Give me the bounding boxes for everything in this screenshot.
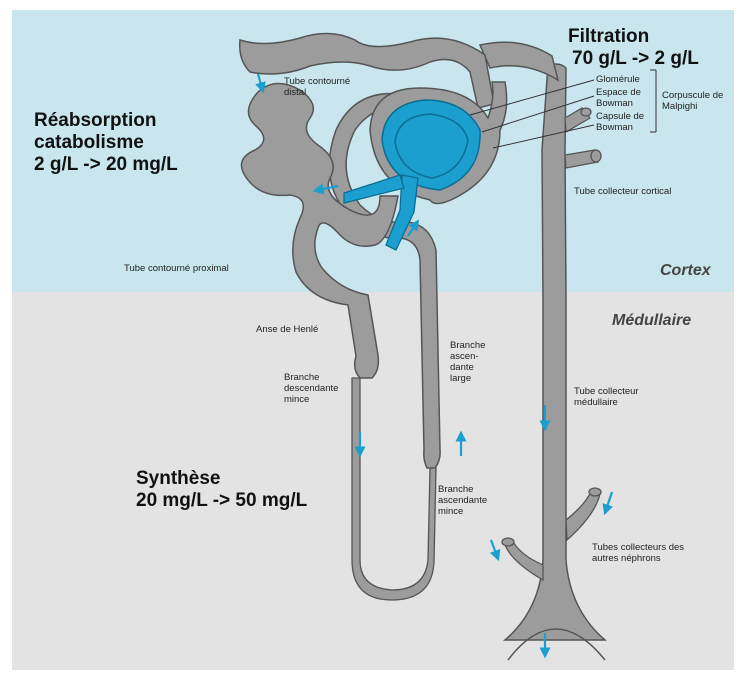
synthesis-value: 20 mg/L -> 50 mg/L xyxy=(136,490,307,512)
filtration-title: Filtration xyxy=(568,26,649,48)
bowman-space-label: Espace de Bowman xyxy=(596,87,650,109)
reabsorption-value: 2 g/L -> 20 mg/L xyxy=(34,154,178,176)
thick-ascending-label: Branche ascen- dante large xyxy=(450,340,490,384)
malpighi-corpuscle-label: Corpuscule de Malpighi xyxy=(662,90,732,112)
distal-tubule-label: Tube contourné distal xyxy=(284,76,364,98)
reabsorption-title: Réabsorption xyxy=(34,110,156,132)
henle-loop-label: Anse de Henlé xyxy=(256,324,318,335)
thin-descending-label: Branche descendante mince xyxy=(284,372,352,405)
thin-ascending-label: Branche ascendante mince xyxy=(438,484,514,517)
cortical-collecting-label: Tube collecteur cortical xyxy=(574,186,674,197)
medullary-collecting-label: Tube collecteur médullaire xyxy=(574,386,674,408)
filtration-value: 70 g/L -> 2 g/L xyxy=(572,48,699,70)
proximal-tubule-label: Tube contourné proximal xyxy=(124,263,229,274)
cortex-label: Cortex xyxy=(660,262,711,280)
medulla-label: Médullaire xyxy=(612,312,691,330)
synthesis-title: Synthèse xyxy=(136,468,220,490)
reabsorption-subtitle: catabolisme xyxy=(34,132,144,154)
glomerulus-label: Glomérule xyxy=(596,74,640,85)
bowman-capsule-label: Capsule de Bowman xyxy=(596,111,650,133)
other-nephrons-label: Tubes collecteurs des autres néphrons xyxy=(592,542,702,564)
